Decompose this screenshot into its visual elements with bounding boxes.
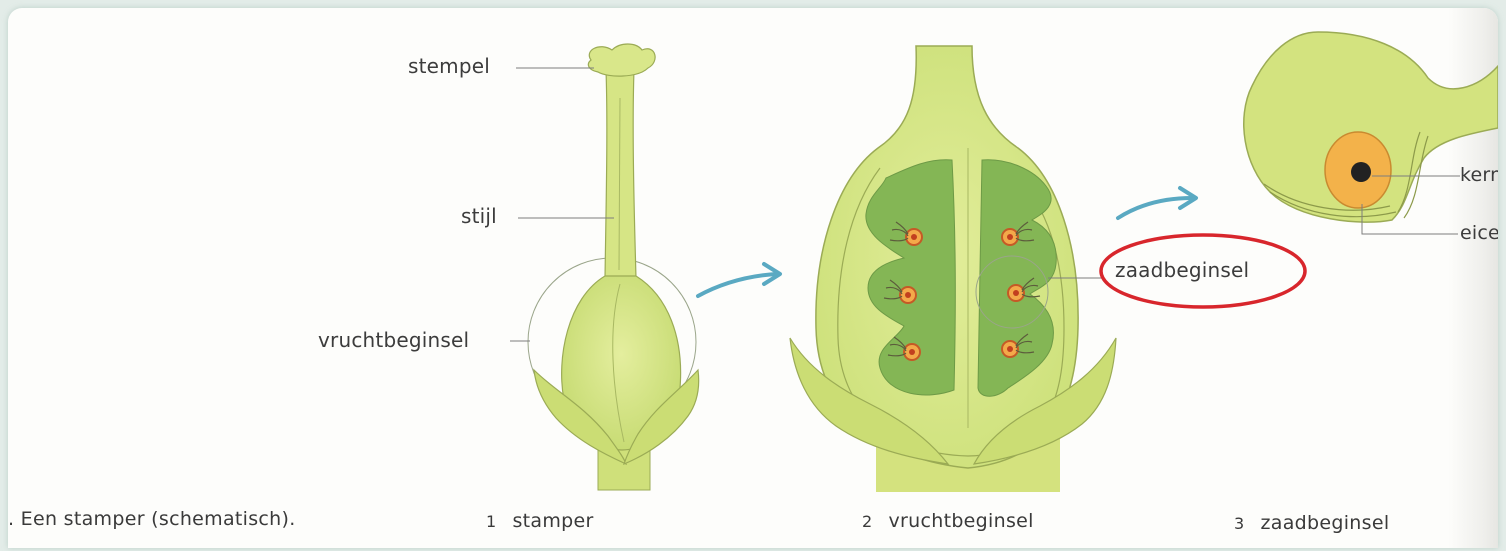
label-zaadbeginsel: zaadbeginsel — [1115, 258, 1249, 282]
label-kern: kern — [1460, 164, 1498, 186]
panel-vruchtbeginsel — [790, 46, 1116, 492]
panel-zaadbeginsel — [1244, 32, 1498, 234]
figure-caption: . Een stamper (schematisch). — [8, 508, 296, 530]
caption-panel-3-title: zaadbeginsel — [1260, 512, 1389, 534]
caption-panel-2: 2 vruchtbeginsel — [862, 510, 1034, 532]
caption-panel-1-number: 1 — [486, 512, 496, 531]
label-vruchtbeginsel: vruchtbeginsel — [318, 328, 469, 352]
caption-panel-3-number: 3 — [1234, 514, 1244, 533]
panel-stamper — [510, 44, 699, 490]
style-tube — [605, 70, 636, 278]
caption-panel-2-number: 2 — [862, 512, 872, 531]
label-eicel: eicel — [1460, 222, 1498, 244]
caption-panel-1-title: stamper — [512, 510, 593, 532]
stigma-head — [588, 44, 655, 76]
label-stempel: stempel — [408, 54, 490, 78]
caption-panel-2-title: vruchtbeginsel — [888, 510, 1033, 532]
caption-panel-1: 1 stamper — [486, 510, 594, 532]
arrow-1 — [698, 264, 780, 296]
label-stijl: stijl — [461, 204, 497, 228]
egg-nucleus — [1351, 162, 1371, 182]
caption-panel-3: 3 zaadbeginsel — [1234, 512, 1389, 534]
figure-page: stempel stijl vruchtbeginsel zaadbeginse… — [8, 8, 1498, 548]
arrow-2 — [1118, 188, 1196, 218]
stamper-diagram — [8, 8, 1498, 548]
